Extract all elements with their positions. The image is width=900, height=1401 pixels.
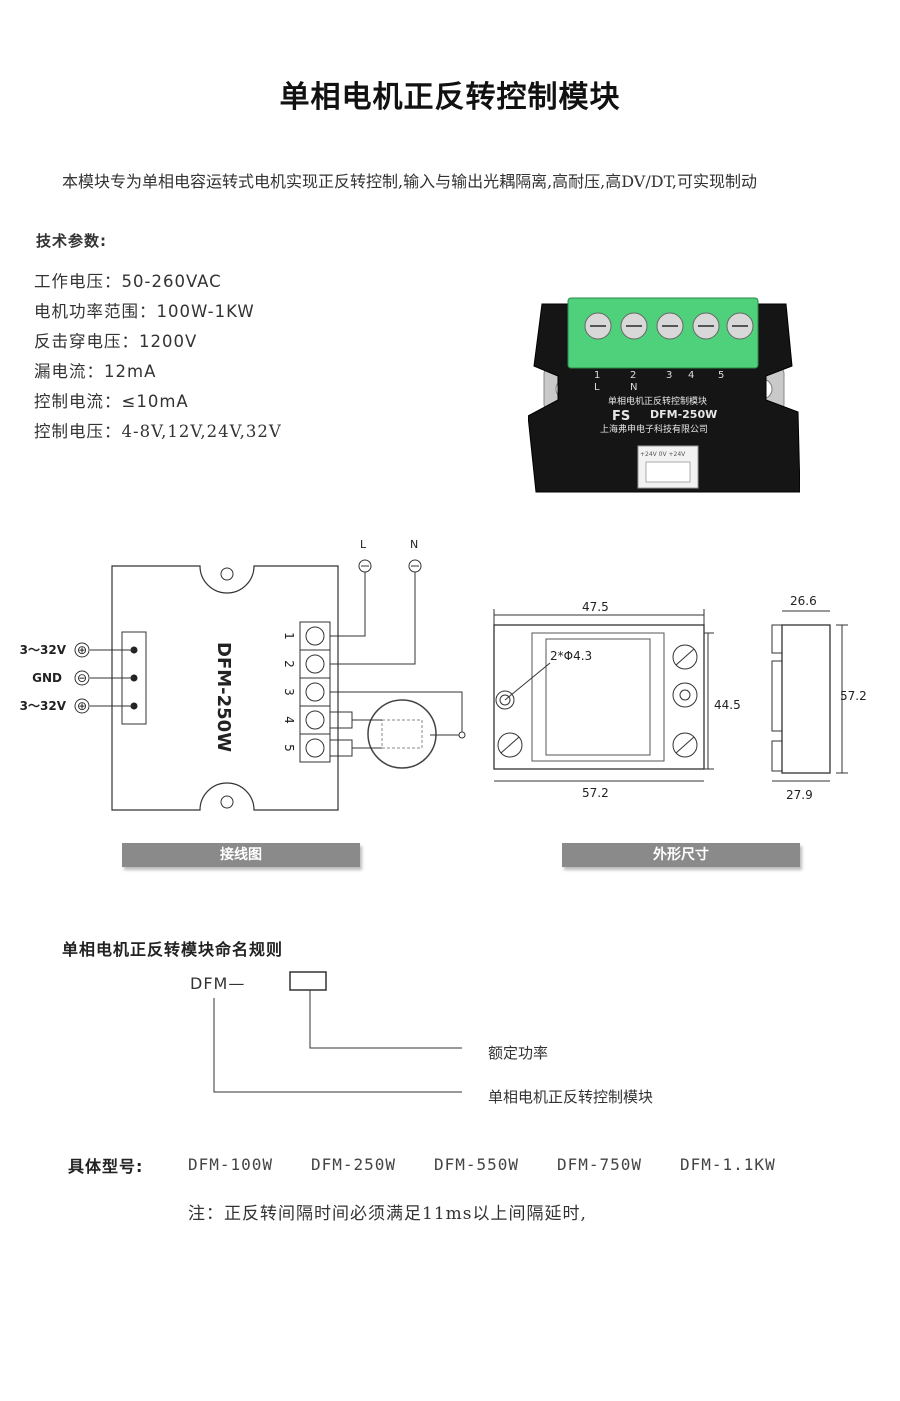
spec-control-voltage: 控制电压：4-8V,12V,24V,32V [34,422,282,441]
intro-text: 本模块专为单相电容运转式电机实现正反转控制,输入与输出光耦隔离,高耐压,高DV/… [62,172,757,191]
dim-height: 44.5 [714,698,741,712]
wiring-L-label: L [360,538,367,551]
spec-working-voltage: 工作电压：50-260VAC [34,272,222,291]
dimension-caption: 外形尺寸 [562,843,800,867]
wiring-module-text: DFM-250W [213,642,234,752]
model-550w: DFM-550W [434,1155,520,1174]
photo-connector-label: +24V 0V +24V [640,451,686,458]
photo-terminal-5: 5 [718,370,724,381]
dimension-drawing: 2*Φ4.3 47.5 57.2 44.5 26.6 27.9 57.2 [493,594,867,802]
spec-breakdown-voltage: 反击穿电压：1200V [34,332,198,351]
wiring-terminal-2: 2 [282,660,296,668]
photo-terminal-3: 3 [666,370,672,381]
model-750w: DFM-750W [557,1155,643,1174]
wiring-diagram: DFM-250W ⊕ ⊖ ⊕ 3～32V GND 3～32V 1 2 3 4 5… [20,538,466,811]
naming-heading: 单相电机正反转模块命名规则 [62,940,284,959]
photo-brand: FS [612,409,630,424]
page-title: 单相电机正反转控制模块 [279,80,621,115]
spec-heading: 技术参数: [36,232,107,250]
model-250w: DFM-250W [311,1155,397,1174]
wiring-input-symbol-3: ⊕ [77,699,87,713]
photo-line-N: N [630,382,637,393]
photo-line-L: L [594,382,600,393]
dim-side-bottom: 27.9 [786,788,813,802]
product-photo: 1 2 3 4 5 L N 单相电机正反转控制模块 FS DFM-250W 上海… [528,297,800,493]
naming-diagram [213,971,462,1093]
photo-terminal-1: 1 [594,370,600,381]
naming-prefix: DFM— [190,974,246,993]
spec-motor-power: 电机功率范围：100W-1KW [34,302,255,321]
dim-hole: 2*Φ4.3 [550,649,592,663]
wiring-input-3: 3～32V [20,699,67,713]
dim-side-top: 26.6 [790,594,817,608]
naming-rated-power: 额定功率 [488,1044,549,1062]
dim-width-top: 47.5 [582,600,609,614]
spec-control-current: 控制电流：≤10mA [34,392,189,411]
dim-side-height: 57.2 [840,689,867,703]
naming-module-name: 单相电机正反转控制模块 [488,1088,654,1106]
wiring-input-symbol-2: ⊖ [77,671,87,685]
photo-terminal-4: 4 [688,370,694,381]
wiring-caption: 接线图 [122,843,360,867]
photo-terminal-2: 2 [630,370,636,381]
wiring-terminal-5: 5 [282,744,296,752]
wiring-input-2: GND [32,671,62,685]
photo-label-cn: 单相电机正反转控制模块 [608,395,707,407]
model-100w: DFM-100W [188,1155,274,1174]
photo-maker: 上海弗申电子科技有限公司 [600,423,708,435]
models-label: 具体型号: [68,1157,144,1176]
wiring-terminal-4: 4 [282,716,296,724]
spec-leakage-current: 漏电流：12mA [34,362,157,381]
wiring-N-label: N [410,538,418,551]
wiring-terminal-3: 3 [282,688,296,696]
model-1-1kw: DFM-1.1KW [680,1155,776,1174]
wiring-input-1: 3～32V [20,643,67,657]
wiring-input-symbol-1: ⊕ [77,643,87,657]
photo-model: DFM-250W [650,408,717,421]
note-text: 注：正反转间隔时间必须满足11ms以上间隔延时, [188,1204,587,1224]
dim-width-bottom: 57.2 [582,786,609,800]
wiring-terminal-1: 1 [282,632,296,640]
